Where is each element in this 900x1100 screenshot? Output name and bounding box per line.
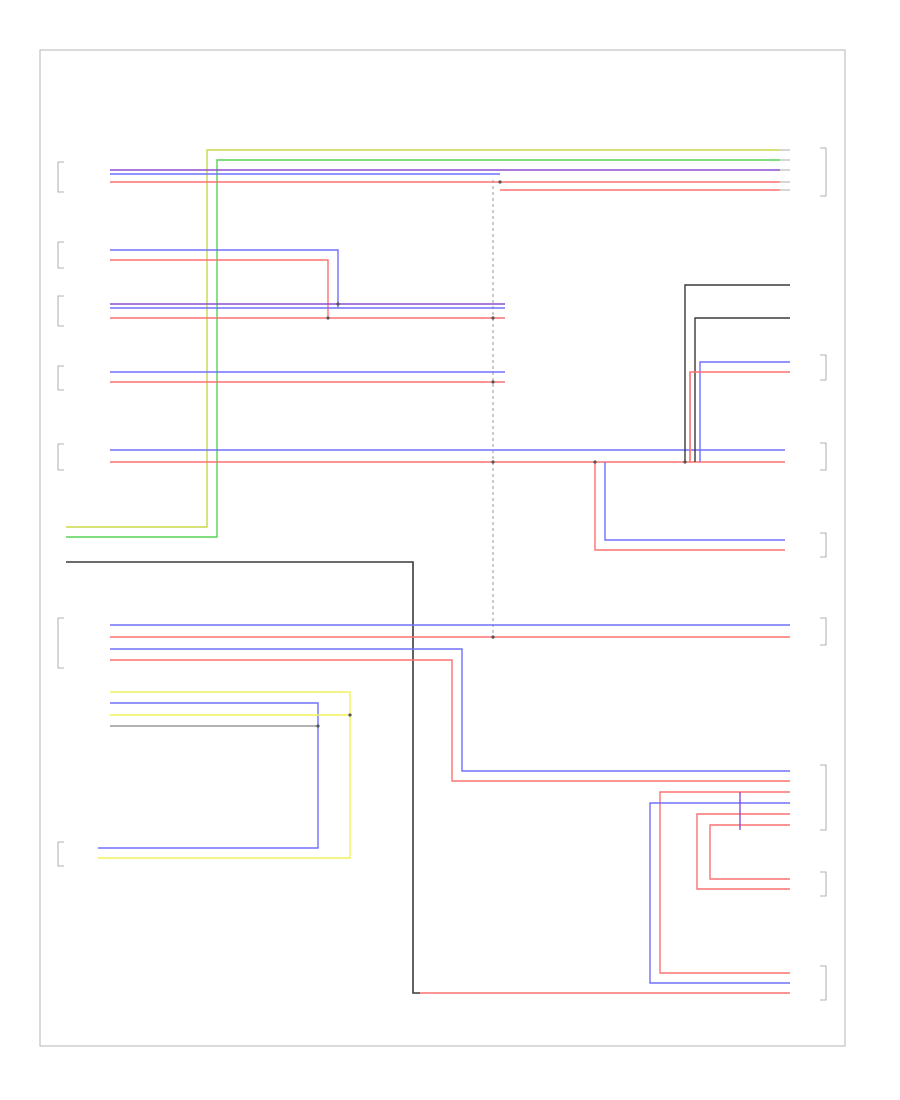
splice-points: [316, 180, 687, 728]
wire-lower-group: [110, 624, 790, 782]
wire-top-harness: [110, 169, 780, 191]
wire-black-run: [66, 561, 420, 994]
wire-bottom-right-cluster: [649, 791, 790, 984]
diagram-frame: [39, 49, 846, 1047]
wire-third-group: [110, 371, 505, 383]
wire-yellow-loop: [98, 691, 351, 859]
wire-second-group: [110, 249, 505, 319]
wire-fourth-group: [110, 449, 785, 551]
wire-green-run: [66, 149, 780, 538]
left-connectors: [57, 161, 64, 867]
wire-right-cluster: [684, 284, 790, 462]
right-connectors: [820, 147, 827, 1001]
right-pin-stubs: [780, 149, 790, 191]
